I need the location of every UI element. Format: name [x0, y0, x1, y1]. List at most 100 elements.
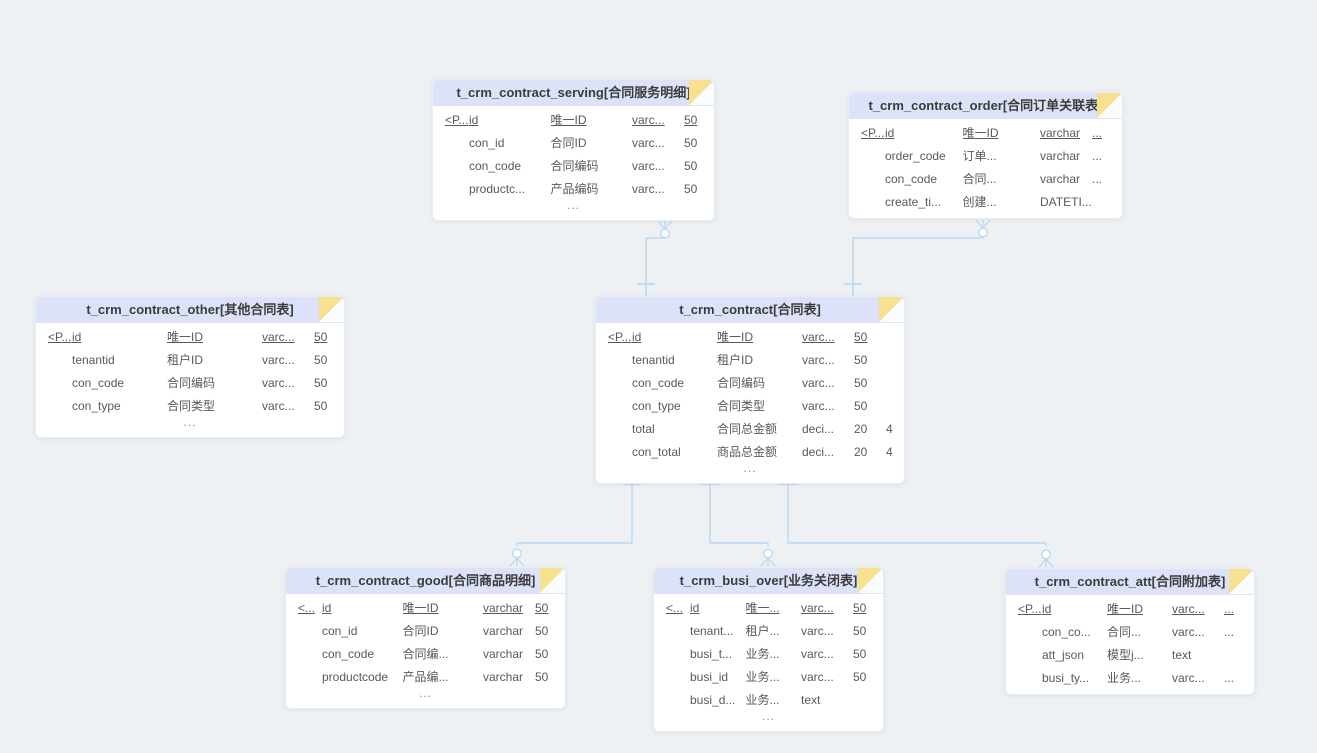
field-type: varc... — [632, 159, 665, 173]
pk-marker — [433, 155, 469, 178]
crow-foot-icon — [760, 548, 776, 567]
field-length: ... — [1092, 172, 1103, 186]
field-comment: 合同总金额 — [717, 422, 778, 436]
relationship-contract-to-busi-over[interactable] — [701, 475, 776, 567]
field-comment: 合同... — [1107, 625, 1142, 639]
field-length: 50 — [314, 353, 328, 367]
table-header[interactable]: t_crm_contract_order[合同订单关联表] — [849, 93, 1122, 119]
table-header[interactable]: t_crm_contract_att[合同附加表] — [1006, 569, 1254, 595]
field-comment: 创建... — [962, 195, 997, 209]
field-type: varc... — [801, 670, 834, 684]
field-comment: 唯一ID — [962, 126, 999, 140]
field-comment: 租户ID — [167, 353, 204, 367]
field-comment: 产品编码 — [550, 182, 599, 196]
field-length: 50 — [684, 136, 698, 150]
field-type: deci... — [802, 445, 835, 459]
pk-marker — [596, 418, 632, 441]
field-scale: 4 — [886, 445, 893, 459]
field-length: 50 — [684, 159, 698, 173]
field-length: 50 — [854, 353, 868, 367]
pk-marker: <P... — [48, 330, 72, 344]
field-length: ... — [1224, 602, 1235, 616]
table-header[interactable]: t_crm_contract_serving[合同服务明细] — [433, 80, 714, 106]
pk-marker — [654, 643, 690, 666]
corner-fold-icon — [1097, 93, 1122, 118]
field-comment: 合同编码 — [167, 376, 216, 390]
field-type: varc... — [632, 136, 665, 150]
relationship-contract-to-serving[interactable] — [637, 220, 673, 296]
field-name: con_code — [72, 376, 125, 390]
crow-foot-icon — [1038, 549, 1054, 568]
connector-line — [516, 475, 633, 546]
field-name: con_type — [72, 399, 121, 413]
corner-fold-icon — [689, 80, 714, 105]
field-type: varc... — [801, 624, 834, 638]
field-length: 50 — [853, 624, 867, 638]
field-type: varc... — [802, 399, 835, 413]
field-type: varchar — [483, 670, 524, 684]
pk-marker — [286, 643, 322, 666]
field-type: varchar — [1040, 126, 1081, 140]
field-comment: 模型j... — [1107, 648, 1144, 662]
field-length: ... — [1224, 671, 1235, 685]
field-name: con_type — [632, 399, 681, 413]
field-name: con_total — [632, 445, 681, 459]
table-row: con_co...合同...varc...... — [1006, 621, 1254, 644]
field-length — [853, 689, 883, 712]
connector-line — [645, 236, 666, 296]
relationship-contract-to-good[interactable] — [509, 475, 641, 567]
field-type: deci... — [802, 422, 835, 436]
corner-fold-icon — [540, 568, 565, 593]
field-scale — [886, 372, 904, 395]
field-comment: 产品编... — [402, 670, 449, 684]
table-header[interactable]: t_crm_contract_other[其他合同表] — [36, 297, 344, 323]
field-length: 50 — [314, 376, 328, 390]
field-type: varc... — [802, 330, 835, 344]
connector-line — [709, 475, 769, 546]
table-header[interactable]: t_crm_contract_good[合同商品明细] — [286, 568, 565, 594]
field-length — [1224, 644, 1254, 667]
table-row: busi_t...业务...varc...50 — [654, 643, 883, 666]
field-length: ... — [1092, 126, 1103, 140]
pk-marker — [849, 168, 885, 191]
optional-circle — [660, 228, 671, 239]
relationship-contract-to-att[interactable] — [779, 475, 1054, 568]
field-name: con_id — [322, 624, 358, 638]
field-comment: 订单... — [962, 149, 997, 163]
field-comment: 业务... — [745, 670, 780, 684]
field-name: tenantid — [632, 353, 675, 367]
field-type: varc... — [1172, 602, 1205, 616]
table-header[interactable]: t_crm_contract[合同表] — [596, 297, 904, 323]
pk-marker — [596, 395, 632, 418]
table-header[interactable]: t_crm_busi_over[业务关闭表] — [654, 568, 883, 594]
relationship-contract-to-order[interactable] — [844, 219, 991, 296]
crow-foot-icon — [975, 219, 991, 238]
field-length: 50 — [314, 330, 328, 344]
field-length: 20 — [854, 422, 868, 436]
field-length: 50 — [684, 113, 698, 127]
field-comment: 合同编... — [402, 647, 449, 661]
corner-fold-icon — [1229, 569, 1254, 594]
pk-marker — [654, 620, 690, 643]
field-name: busi_ty... — [1042, 671, 1090, 685]
